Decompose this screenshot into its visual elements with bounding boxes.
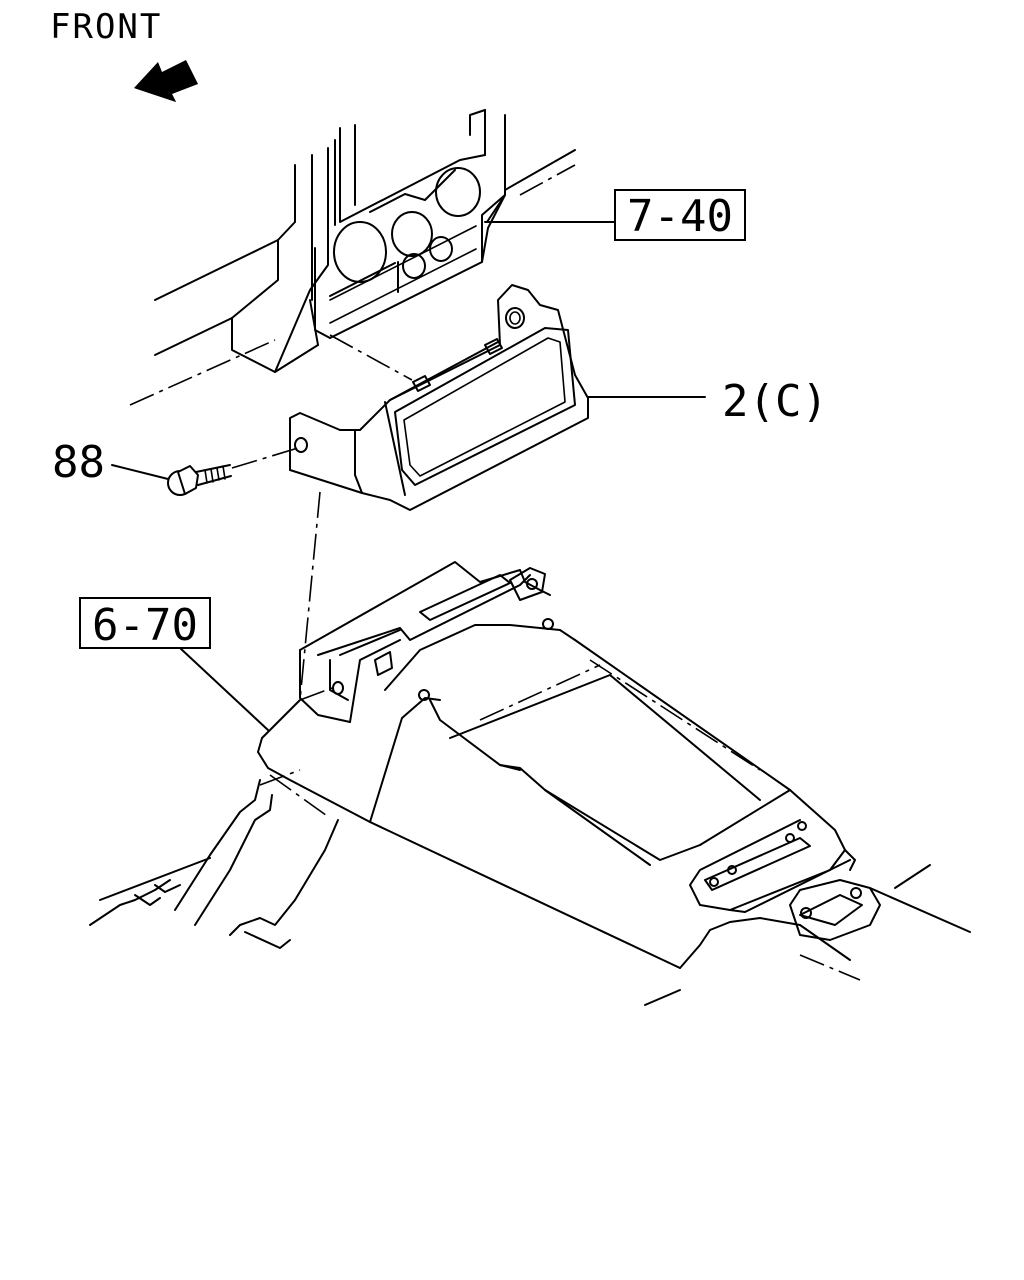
ref-7-40-label: 7-40 <box>627 191 733 242</box>
front-arrow-icon <box>134 60 198 102</box>
instrument-panel <box>129 109 616 406</box>
part-88-label: 88 <box>52 437 105 488</box>
ref-7-40-callout[interactable]: 7-40 <box>614 189 746 242</box>
ref-6-70-label: 6-70 <box>92 600 198 651</box>
part-2c-bezel[interactable] <box>289 284 706 511</box>
part-2c-label: 2(C) <box>722 376 828 427</box>
ref-6-70-callout[interactable]: 6-70 <box>79 597 211 651</box>
floor-console <box>89 561 971 1006</box>
front-label: FRONT <box>50 7 162 47</box>
part-88-bolt[interactable] <box>111 447 299 496</box>
